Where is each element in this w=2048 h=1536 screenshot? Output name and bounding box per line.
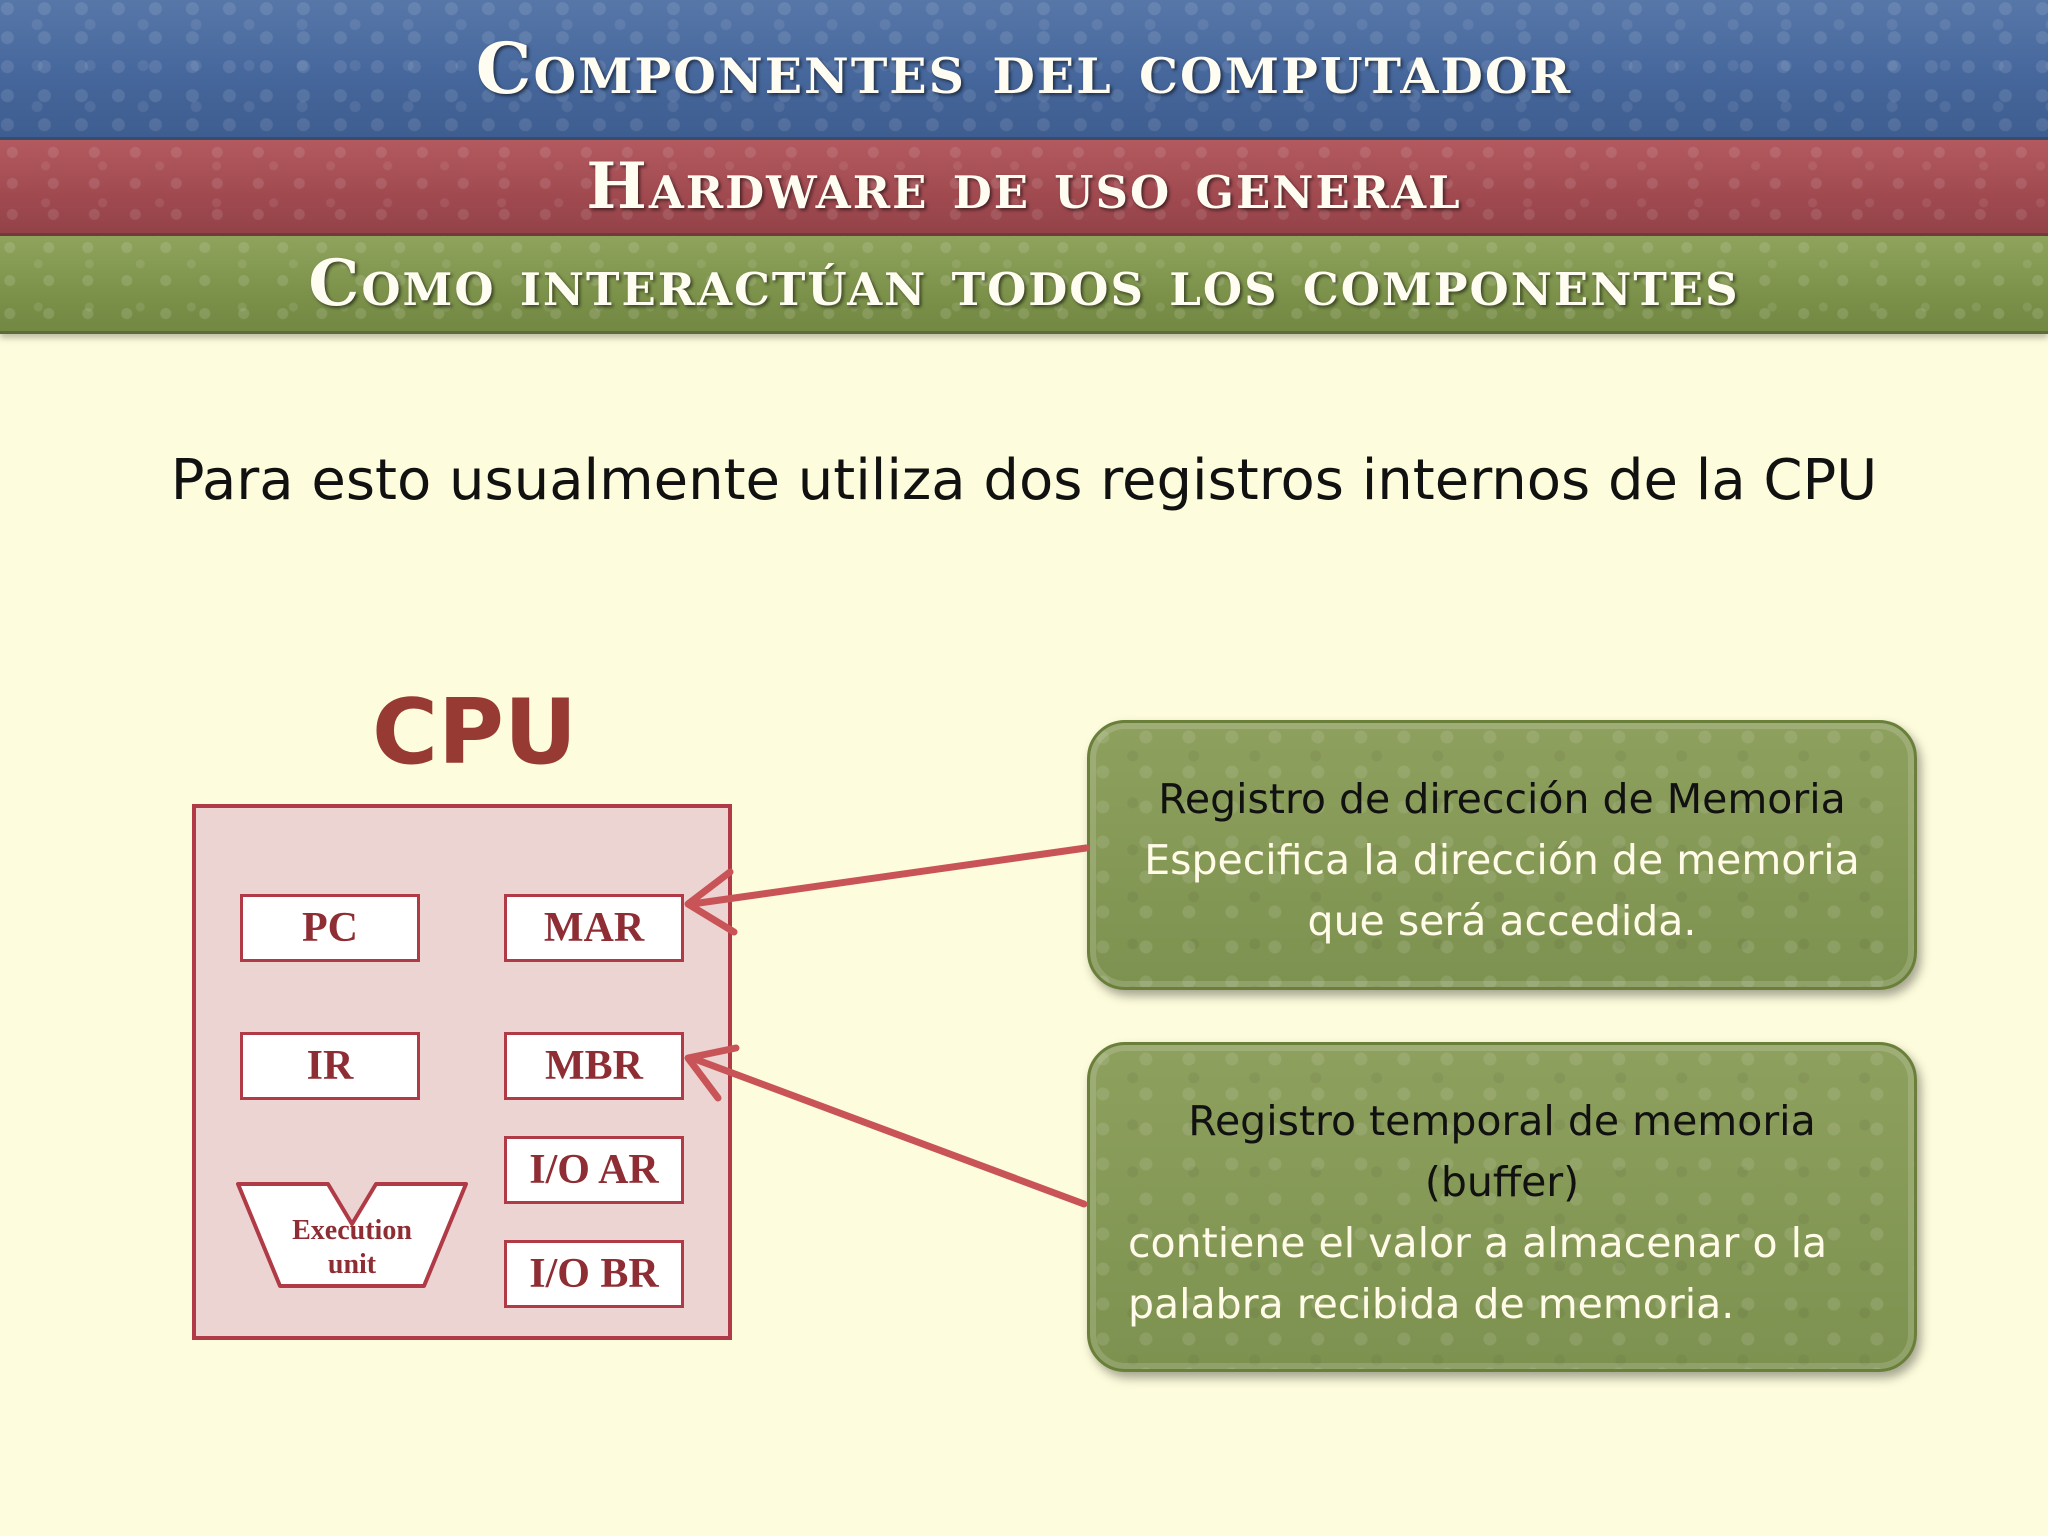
arrow-mar — [684, 844, 1090, 936]
register-io-ar: I/O AR — [504, 1136, 684, 1204]
mbr-description-title-line2: (buffer) — [1424, 1158, 1580, 1206]
register-io-br: I/O BR — [504, 1240, 684, 1308]
header-topic-band: Como interactúan todos los componentes — [0, 236, 2048, 334]
execution-unit-label: Execution unit — [236, 1214, 468, 1282]
header-topic: Como interactúan todos los componentes — [308, 246, 1740, 321]
slide-subtitle: Para esto usualmente utiliza dos registr… — [170, 448, 1878, 513]
mbr-description-body-line1: contiene el valor a almacenar o la — [1128, 1219, 1828, 1267]
execution-unit-shape — [236, 1182, 468, 1288]
cpu-diagram: PC MAR IR MBR I/O AR I/O BR Execution un… — [192, 804, 732, 1340]
mbr-description-body-line2: palabra recibida de memoria. — [1128, 1280, 1735, 1328]
mar-description-box: Registro de dirección de Memoria Especif… — [1087, 720, 1917, 990]
header-subtitle: Hardware de uso general — [586, 149, 1462, 224]
register-pc: PC — [240, 894, 420, 962]
header-subtitle-band: Hardware de uso general — [0, 140, 2048, 236]
mar-description-body-line1: Especifica la dirección de memoria — [1144, 836, 1860, 884]
arrow-mbr — [684, 1044, 1088, 1208]
execution-unit-label-line1: Execution — [292, 1215, 412, 1246]
mbr-description-box: Registro temporal de memoria (buffer) co… — [1087, 1042, 1917, 1372]
mar-description-title: Registro de dirección de Memoria — [1158, 775, 1846, 823]
execution-unit-label-line2: unit — [327, 1249, 377, 1280]
register-mar: MAR — [504, 894, 684, 962]
register-mbr: MBR — [504, 1032, 684, 1100]
mbr-description-title-line1: Registro temporal de memoria — [1188, 1097, 1816, 1145]
header-title-band: Componentes del computador — [0, 0, 2048, 140]
mar-description-body-line2: que será accedida. — [1307, 897, 1697, 945]
register-ir: IR — [240, 1032, 420, 1100]
cpu-label: CPU — [372, 680, 578, 785]
header-title: Componentes del computador — [475, 27, 1573, 110]
